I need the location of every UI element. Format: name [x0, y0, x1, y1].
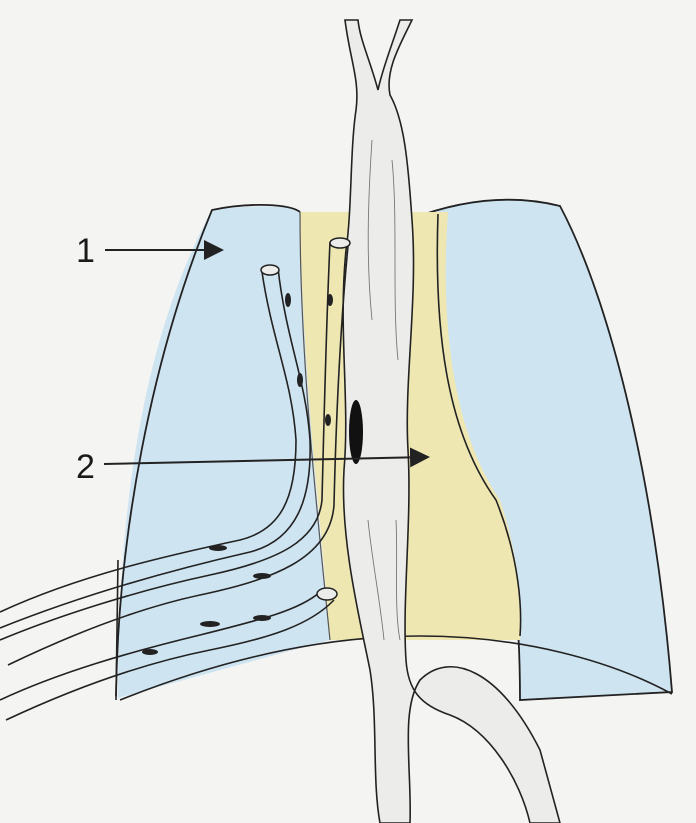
label-2: 2: [76, 448, 95, 486]
tube-cap-b: [330, 238, 350, 248]
dark-opening: [349, 400, 363, 464]
tube-cap-a: [261, 265, 279, 275]
label-1: 1: [76, 232, 95, 270]
tube-cap-c: [317, 588, 337, 600]
